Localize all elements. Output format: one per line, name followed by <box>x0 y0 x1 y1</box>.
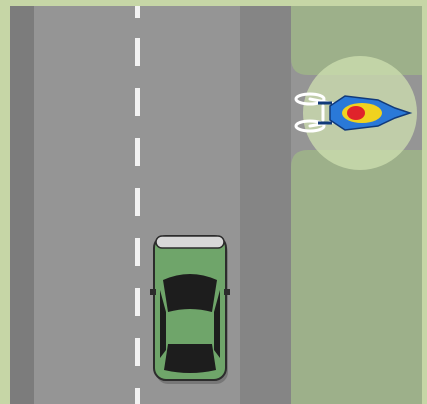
car-rear-window <box>164 341 216 373</box>
side-road-corner-bottom <box>291 150 308 167</box>
road-right-edge <box>240 6 291 404</box>
road-left-edge <box>10 6 34 404</box>
car-bumper <box>155 235 225 249</box>
car-roof <box>168 312 212 344</box>
cyclist[interactable] <box>294 92 413 133</box>
car-window-left <box>160 290 166 358</box>
lane-marking <box>135 6 140 404</box>
side-road-corner-top <box>291 58 308 75</box>
car-windshield <box>163 274 217 312</box>
cyclist-arms <box>318 101 332 125</box>
car-mirror-left <box>150 289 156 295</box>
car-mirror-right <box>224 289 230 295</box>
car[interactable] <box>150 235 230 384</box>
cyclist-helmet-icon <box>347 106 365 120</box>
car-window-right <box>214 290 220 358</box>
